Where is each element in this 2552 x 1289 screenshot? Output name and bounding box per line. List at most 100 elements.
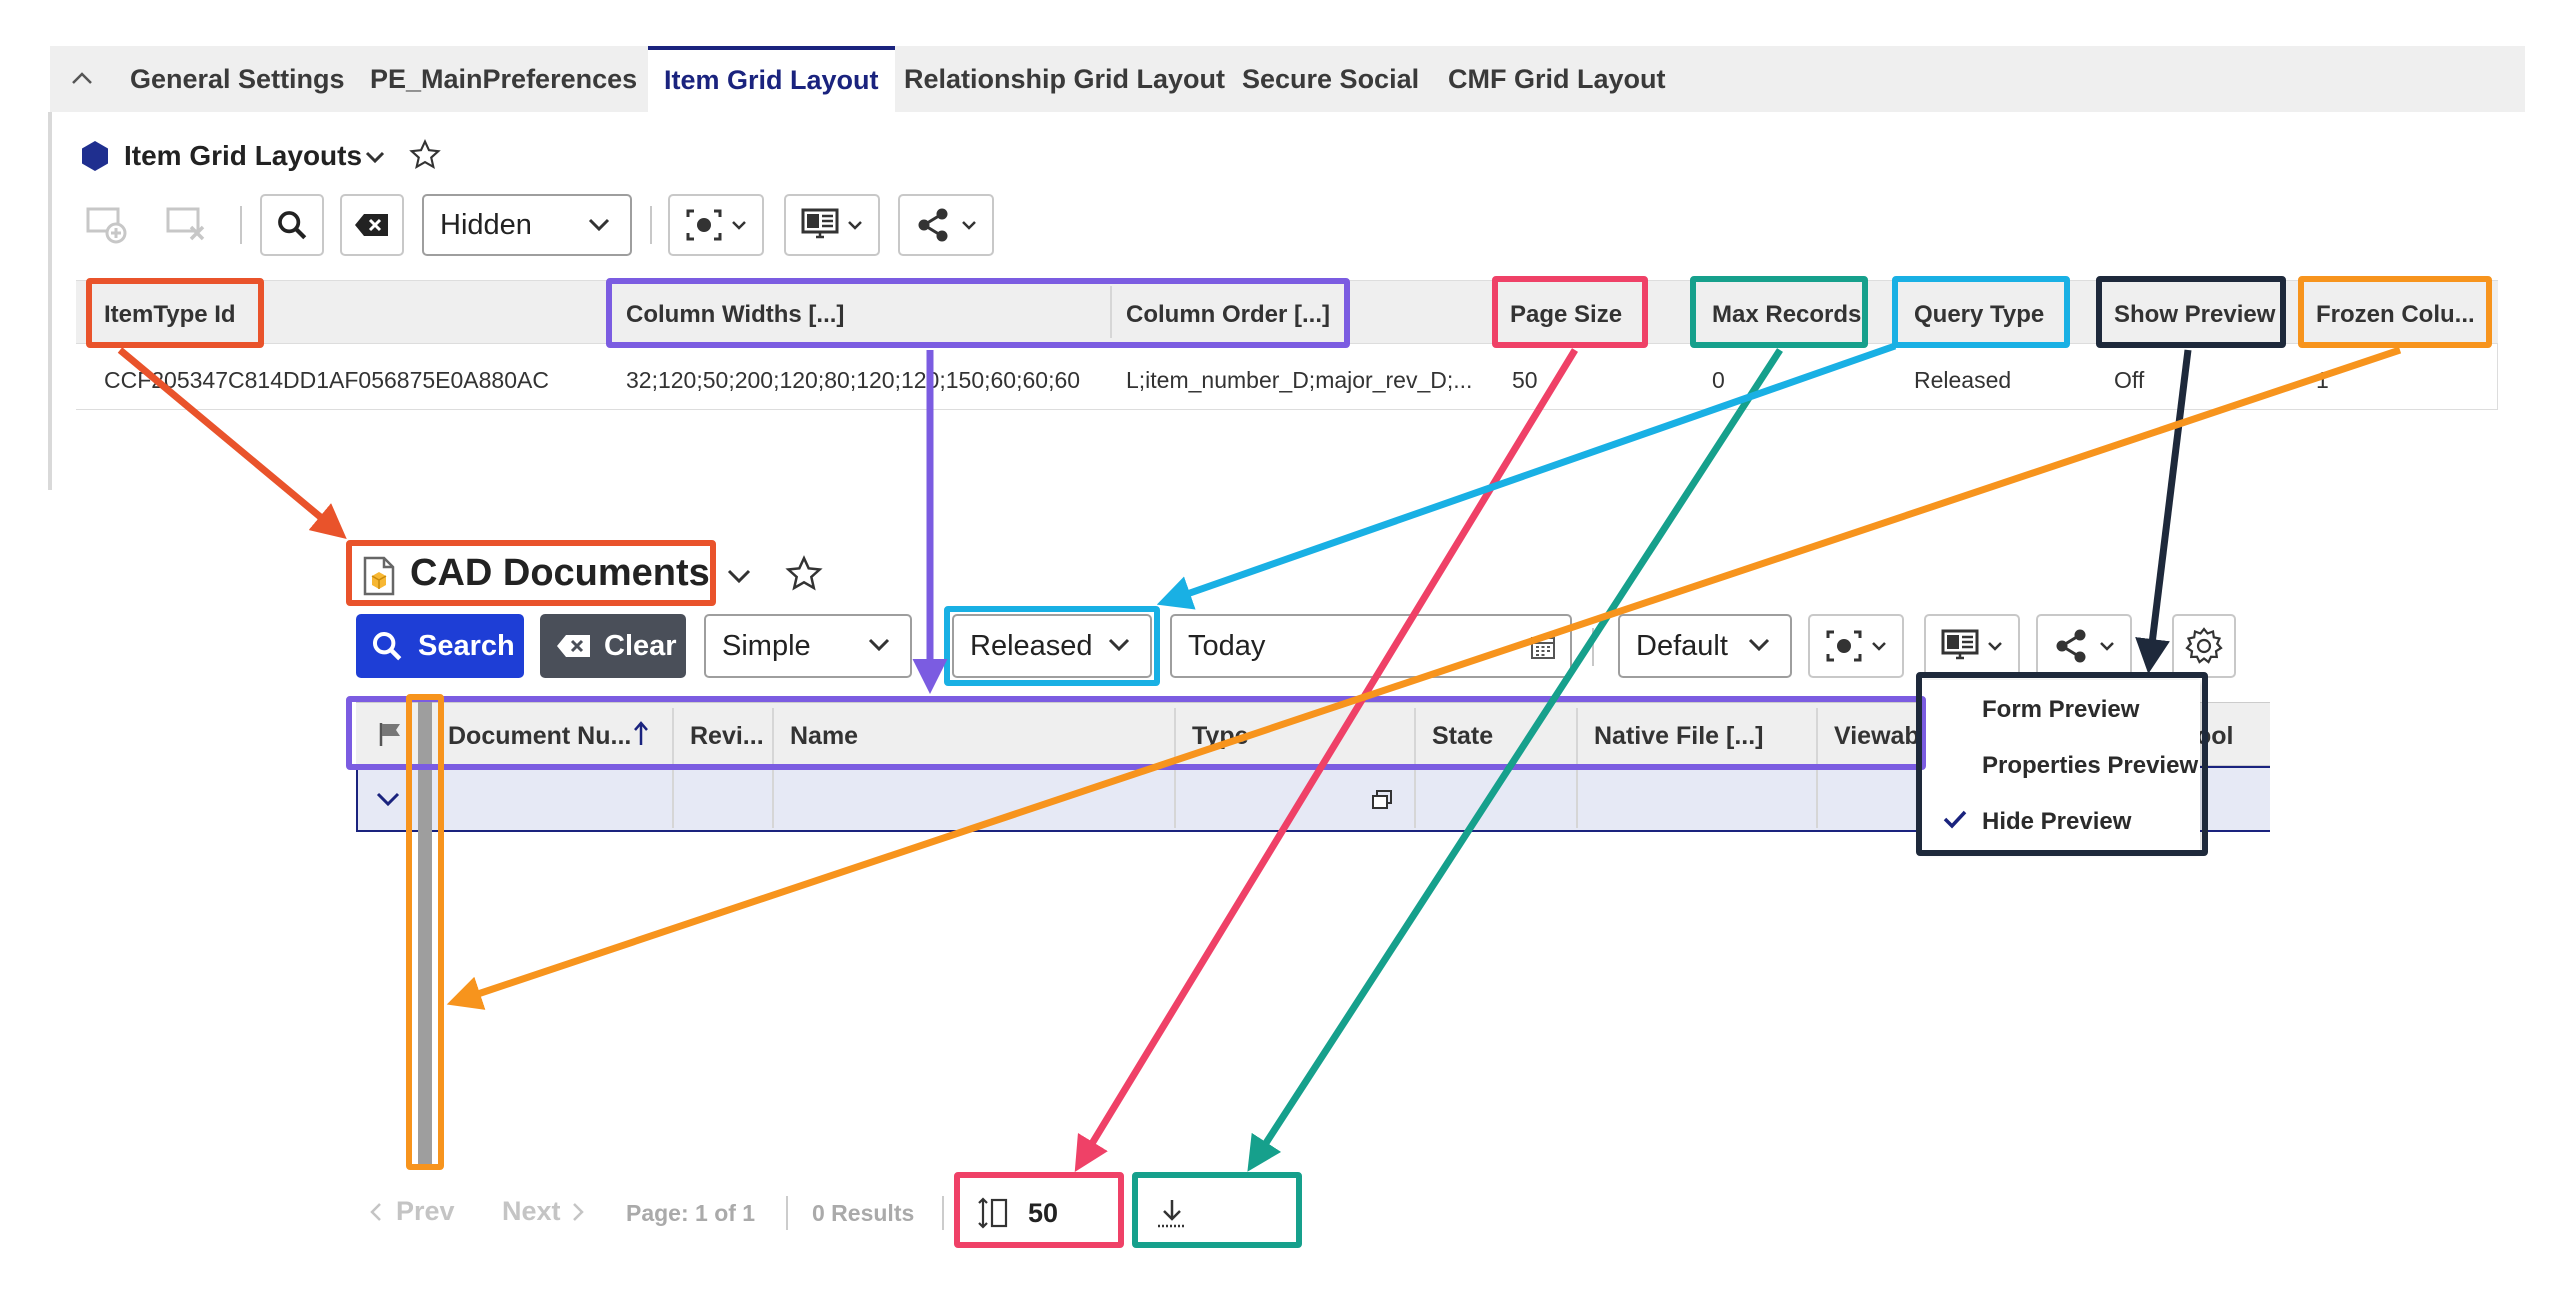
download-icon[interactable] xyxy=(1154,1196,1190,1230)
title-chevron-down-icon[interactable] xyxy=(726,566,752,586)
query-type-select[interactable]: Released xyxy=(952,614,1152,678)
add-row-icon[interactable] xyxy=(86,205,130,245)
highlight-frozen-divider xyxy=(406,694,444,1170)
page-size-value[interactable]: 50 xyxy=(1028,1198,1059,1228)
highlight-max-records xyxy=(1690,276,1868,348)
sort-ascending-icon[interactable] xyxy=(632,720,650,748)
share-menu-button[interactable] xyxy=(2036,614,2132,678)
tab-general-settings[interactable]: General Settings xyxy=(130,64,345,94)
row-chevron-down-icon[interactable] xyxy=(374,788,402,810)
collapse-chevron-icon[interactable] xyxy=(70,68,94,88)
highlight-frozen-columns xyxy=(2298,276,2492,348)
chevron-down-icon xyxy=(1988,642,2002,651)
top-grid-row[interactable] xyxy=(76,344,2498,410)
layout-select-value: Default xyxy=(1636,629,1728,662)
view-select-value: Hidden xyxy=(440,208,532,241)
chevron-down-icon xyxy=(962,221,976,230)
pager-separator xyxy=(786,1196,788,1230)
col-header-state[interactable]: State xyxy=(1432,722,1494,750)
grid-layout-icon xyxy=(801,208,839,239)
query-type-select-value: Released xyxy=(970,629,1093,662)
page-size-icon[interactable] xyxy=(976,1196,1010,1230)
cell-column-order: L;item_number_D;major_rev_D;... xyxy=(1126,367,1473,393)
flag-icon[interactable] xyxy=(376,720,404,748)
chevron-down-icon xyxy=(1872,642,1886,651)
date-field-value: Today xyxy=(1188,629,1266,662)
col-header-itemtype-id[interactable]: ItemType Id xyxy=(104,301,236,328)
clear-button-label: Clear xyxy=(604,629,677,662)
menu-item-properties-preview[interactable]: Properties Preview xyxy=(1982,752,2199,779)
col-header-show-preview[interactable]: Show Preview xyxy=(2114,301,2276,328)
title-chevron-down-icon[interactable] xyxy=(364,148,386,166)
col-header-column-order[interactable]: Column Order [...] xyxy=(1126,301,1330,328)
prev-button[interactable]: Prev xyxy=(396,1196,455,1226)
col-header-frozen-columns[interactable]: Frozen Colu... xyxy=(2316,301,2475,328)
cad-documents-title: CAD Documents xyxy=(410,552,710,594)
tab-pe-main-preferences[interactable]: PE_MainPreferences xyxy=(370,64,638,94)
search-icon xyxy=(278,211,307,240)
tab-relationship-grid-layout[interactable]: Relationship Grid Layout xyxy=(904,64,1226,94)
col-header-document-number[interactable]: Document Nu... xyxy=(448,722,632,750)
capture-menu-button[interactable] xyxy=(668,194,764,256)
results-count: 0 Results xyxy=(812,1200,915,1226)
clear-button[interactable]: Clear xyxy=(540,614,686,678)
date-field[interactable]: Today xyxy=(1170,614,1572,678)
highlight-export-control xyxy=(1132,1172,1302,1248)
highlight-cad-title xyxy=(346,540,716,606)
col-header-max-records[interactable]: Max Records xyxy=(1712,301,1862,328)
cell-query-type: Released xyxy=(1914,367,2012,393)
chevron-left-icon[interactable] xyxy=(368,1200,384,1224)
capture-menu-button[interactable] xyxy=(1808,614,1904,678)
camera-focus-icon xyxy=(1826,630,1862,662)
toolbar-separator xyxy=(1592,628,1594,666)
search-icon xyxy=(372,631,402,661)
mode-select[interactable]: Simple xyxy=(704,614,912,678)
view-select-chevron-icon xyxy=(588,218,610,232)
tab-item-grid-layout[interactable]: Item Grid Layout xyxy=(648,46,895,116)
menu-item-form-preview[interactable]: Form Preview xyxy=(1982,696,2140,723)
col-header-page-size[interactable]: Page Size xyxy=(1510,301,1623,328)
chevron-down-icon xyxy=(848,221,862,230)
delete-row-icon[interactable] xyxy=(166,205,210,245)
view-select[interactable]: Hidden xyxy=(422,194,632,256)
backspace-icon xyxy=(355,214,388,236)
favorite-star-icon[interactable] xyxy=(784,554,824,594)
search-button[interactable]: Search xyxy=(356,614,524,678)
cell-column-widths: 32;120;50;200;120;80;120;120;150;60;60;6… xyxy=(626,367,1081,393)
col-header-query-type[interactable]: Query Type xyxy=(1914,301,2045,328)
layout-menu-button[interactable] xyxy=(784,194,880,256)
col-header-native-file[interactable]: Native File [...] xyxy=(1594,722,1764,750)
tab-cmf-grid-layout[interactable]: CMF Grid Layout xyxy=(1448,64,1666,94)
chevron-down-icon xyxy=(732,221,746,230)
clear-button[interactable] xyxy=(340,194,404,256)
chevron-down-icon xyxy=(2100,642,2114,651)
share-menu-button[interactable] xyxy=(898,194,994,256)
hexagon-icon xyxy=(82,141,108,171)
menu-item-hide-preview[interactable]: Hide Preview xyxy=(1982,808,2132,835)
col-header-viewable[interactable]: Viewab xyxy=(1834,722,1920,750)
top-grid-header xyxy=(76,280,2498,344)
tab-secure-social[interactable]: Secure Social xyxy=(1242,64,1420,94)
frozen-column-divider[interactable] xyxy=(418,702,432,1164)
highlight-show-preview xyxy=(2096,276,2286,348)
col-header-name[interactable]: Name xyxy=(790,722,859,750)
col-header-revision[interactable]: Revi... xyxy=(690,722,764,750)
favorite-star-icon[interactable] xyxy=(408,138,442,172)
search-button[interactable] xyxy=(260,194,324,256)
toolbar-separator xyxy=(650,206,652,244)
item-grid-layouts-title: Item Grid Layouts xyxy=(124,140,363,171)
highlight-page-size-control xyxy=(954,1172,1124,1248)
highlight-grid-columns xyxy=(346,696,1926,770)
search-button-label: Search xyxy=(418,629,515,662)
col-header-column-widths[interactable]: Column Widths [...] xyxy=(626,301,845,328)
camera-focus-icon xyxy=(686,209,722,241)
next-button[interactable]: Next xyxy=(502,1196,561,1226)
page-indicator: Page: 1 of 1 xyxy=(626,1200,756,1226)
layout-menu-button[interactable] xyxy=(1924,614,2020,678)
grid-layout-icon xyxy=(1941,629,1979,660)
highlight-itemtype-id xyxy=(86,278,264,348)
chevron-right-icon[interactable] xyxy=(570,1200,586,1224)
gear-icon xyxy=(2185,627,2223,664)
layout-select[interactable]: Default xyxy=(1618,614,1792,678)
open-dialog-icon[interactable] xyxy=(1370,788,1394,812)
